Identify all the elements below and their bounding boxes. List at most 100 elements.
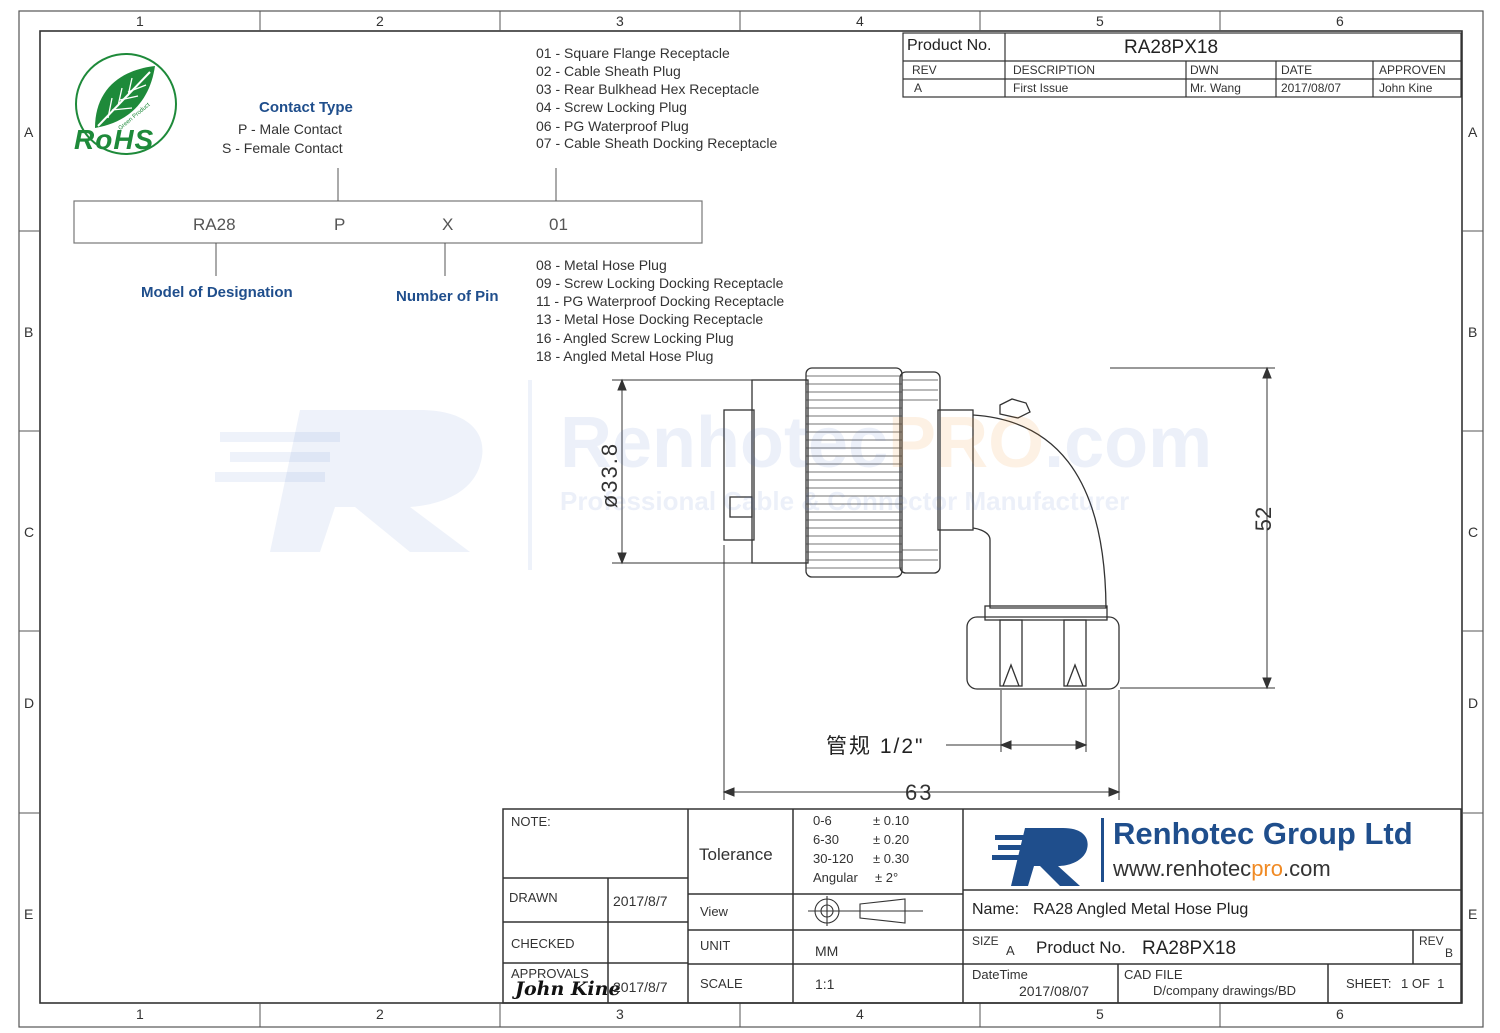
list-item: 04 - Screw Locking Plug [536, 99, 687, 115]
list-item: 18 - Angled Metal Hose Plug [536, 348, 714, 364]
rev-label: REV [1419, 934, 1444, 948]
name-value: RA28 Angled Metal Hose Plug [1033, 901, 1249, 918]
approvals-label: APPROVALS [511, 966, 589, 981]
cad-file-value: D/company drawings/BD [1153, 983, 1297, 998]
dim-width: 63 [905, 780, 934, 805]
contact-female: S - Female Contact [222, 140, 343, 156]
grid-col-label: 6 [1336, 13, 1344, 29]
list-item: 06 - PG Waterproof Plug [536, 118, 689, 134]
rohs-leaf-icon [75, 53, 177, 155]
note-label: NOTE: [511, 814, 551, 829]
list-item: 16 - Angled Screw Locking Plug [536, 330, 734, 346]
header-table-lines [902, 32, 1462, 98]
grid-col-label: 5 [1096, 1006, 1104, 1022]
unit-value: MM [815, 943, 839, 959]
designation-pin: X [442, 215, 454, 234]
header-product-no: RA28PX18 [1124, 37, 1219, 58]
knurl-lines [806, 375, 938, 569]
datetime-label: DateTime [972, 967, 1028, 982]
approvals-date: 2017/8/7 [613, 979, 668, 995]
tolerance-range: Angular [813, 870, 858, 885]
tolerance-label: Tolerance [699, 845, 773, 864]
tolerance-range: 30-120 [813, 851, 854, 866]
footer-product-no: RA28PX18 [1142, 938, 1237, 959]
contact-male: P - Male Contact [238, 121, 343, 137]
header-rev-value: A [914, 81, 923, 95]
approvals-signature: John Kine [515, 978, 621, 1000]
grid-col-label: 1 [136, 13, 144, 29]
company-logo-icon [992, 818, 1104, 886]
unit-label: UNIT [700, 938, 731, 953]
grid-col-label: 3 [616, 1006, 624, 1022]
sheet-label: SHEET: [1346, 976, 1392, 991]
view-label: View [700, 904, 728, 919]
list-item: 07 - Cable Sheath Docking Receptacle [536, 135, 778, 151]
grid-col-label: 4 [856, 13, 864, 29]
datetime-value: 2017/08/07 [1019, 983, 1090, 999]
rohs-logo-text: RoHS [74, 124, 155, 155]
cad-file-label: CAD FILE [1124, 967, 1183, 982]
tolerance-value: ± 0.30 [873, 851, 910, 866]
drawn-date: 2017/8/7 [613, 893, 668, 909]
list-item: 09 - Screw Locking Docking Receptacle [536, 275, 784, 291]
watermark-tagline: Professional Cable & Connector Manufactu… [560, 486, 1130, 516]
list-item: 03 - Rear Bulkhead Hex Receptacle [536, 81, 760, 97]
header-description-value: First Issue [1013, 81, 1069, 95]
company-name: Renhotec Group Ltd [1113, 816, 1413, 851]
header-col-description: DESCRIPTION [1013, 63, 1096, 77]
list-item: 08 - Metal Hose Plug [536, 257, 667, 273]
drawn-label: DRAWN [509, 890, 558, 905]
size-value: A [1006, 943, 1015, 958]
header-col-dwn: DWN [1190, 63, 1219, 77]
grid-col-label: 5 [1096, 13, 1104, 29]
connector-drawing [723, 367, 1120, 690]
grid-col-label: 2 [376, 13, 384, 29]
grid-col-label: 3 [616, 13, 624, 29]
grid-col-label: 4 [856, 1006, 864, 1022]
number-of-pin-label: Number of Pin [396, 288, 499, 305]
header-col-date: DATE [1281, 63, 1313, 77]
header-product-no-label: Product No. [907, 37, 992, 54]
scale-value: 1:1 [815, 976, 835, 992]
grid-row-label: A [1468, 124, 1478, 140]
tolerance-value: ± 2° [875, 870, 899, 885]
watermark-brand: RenhotecPRO.com [560, 403, 1213, 483]
grid-row-label: A [24, 124, 34, 140]
list-item: 01 - Square Flange Receptacle [536, 45, 730, 61]
contact-type-title: Contact Type [259, 99, 353, 116]
designation-style: 01 [549, 215, 568, 234]
grid-row-label: C [1468, 524, 1479, 540]
grid-row-label: B [24, 324, 34, 340]
title-block-lines [502, 808, 1462, 1004]
size-label: SIZE [972, 934, 999, 948]
grid-row-label: E [1468, 906, 1478, 922]
tolerance-range: 0-6 [813, 813, 832, 828]
footer-product-no-label: Product No. [1036, 938, 1126, 957]
designation-model: RA28 [193, 215, 236, 234]
header-date-value: 2017/08/07 [1281, 81, 1342, 95]
header-approven-value: John Kine [1379, 81, 1433, 95]
company-website: www.renhotecpro.com [1113, 856, 1331, 881]
dim-thread: 管规 1/2" [826, 735, 925, 758]
checked-label: CHECKED [511, 936, 575, 951]
sheet-value: 1 OF 1 [1401, 976, 1445, 991]
grid-row-label: B [1468, 324, 1478, 340]
name-label: Name: [972, 901, 1020, 918]
tolerance-value: ± 0.10 [873, 813, 910, 828]
tolerance-range: 6-30 [813, 832, 840, 847]
grid-row-label: D [24, 695, 35, 711]
grid-row-label: E [24, 906, 34, 922]
grid-row-label: C [24, 524, 35, 540]
header-col-rev: REV [912, 63, 937, 77]
dim-diameter: ø33.8 [597, 441, 623, 509]
grid-col-label: 1 [136, 1006, 144, 1022]
model-designation-label: Model of Designation [141, 284, 293, 301]
dimension-lines [612, 366, 1275, 800]
list-item: 11 - PG Waterproof Docking Receptacle [536, 293, 785, 309]
watermark-logo-icon [215, 380, 532, 570]
grid-row-label: D [1468, 695, 1479, 711]
tolerance-value: ± 0.20 [873, 832, 910, 847]
scale-label: SCALE [700, 976, 743, 991]
list-item: 02 - Cable Sheath Plug [536, 63, 681, 79]
